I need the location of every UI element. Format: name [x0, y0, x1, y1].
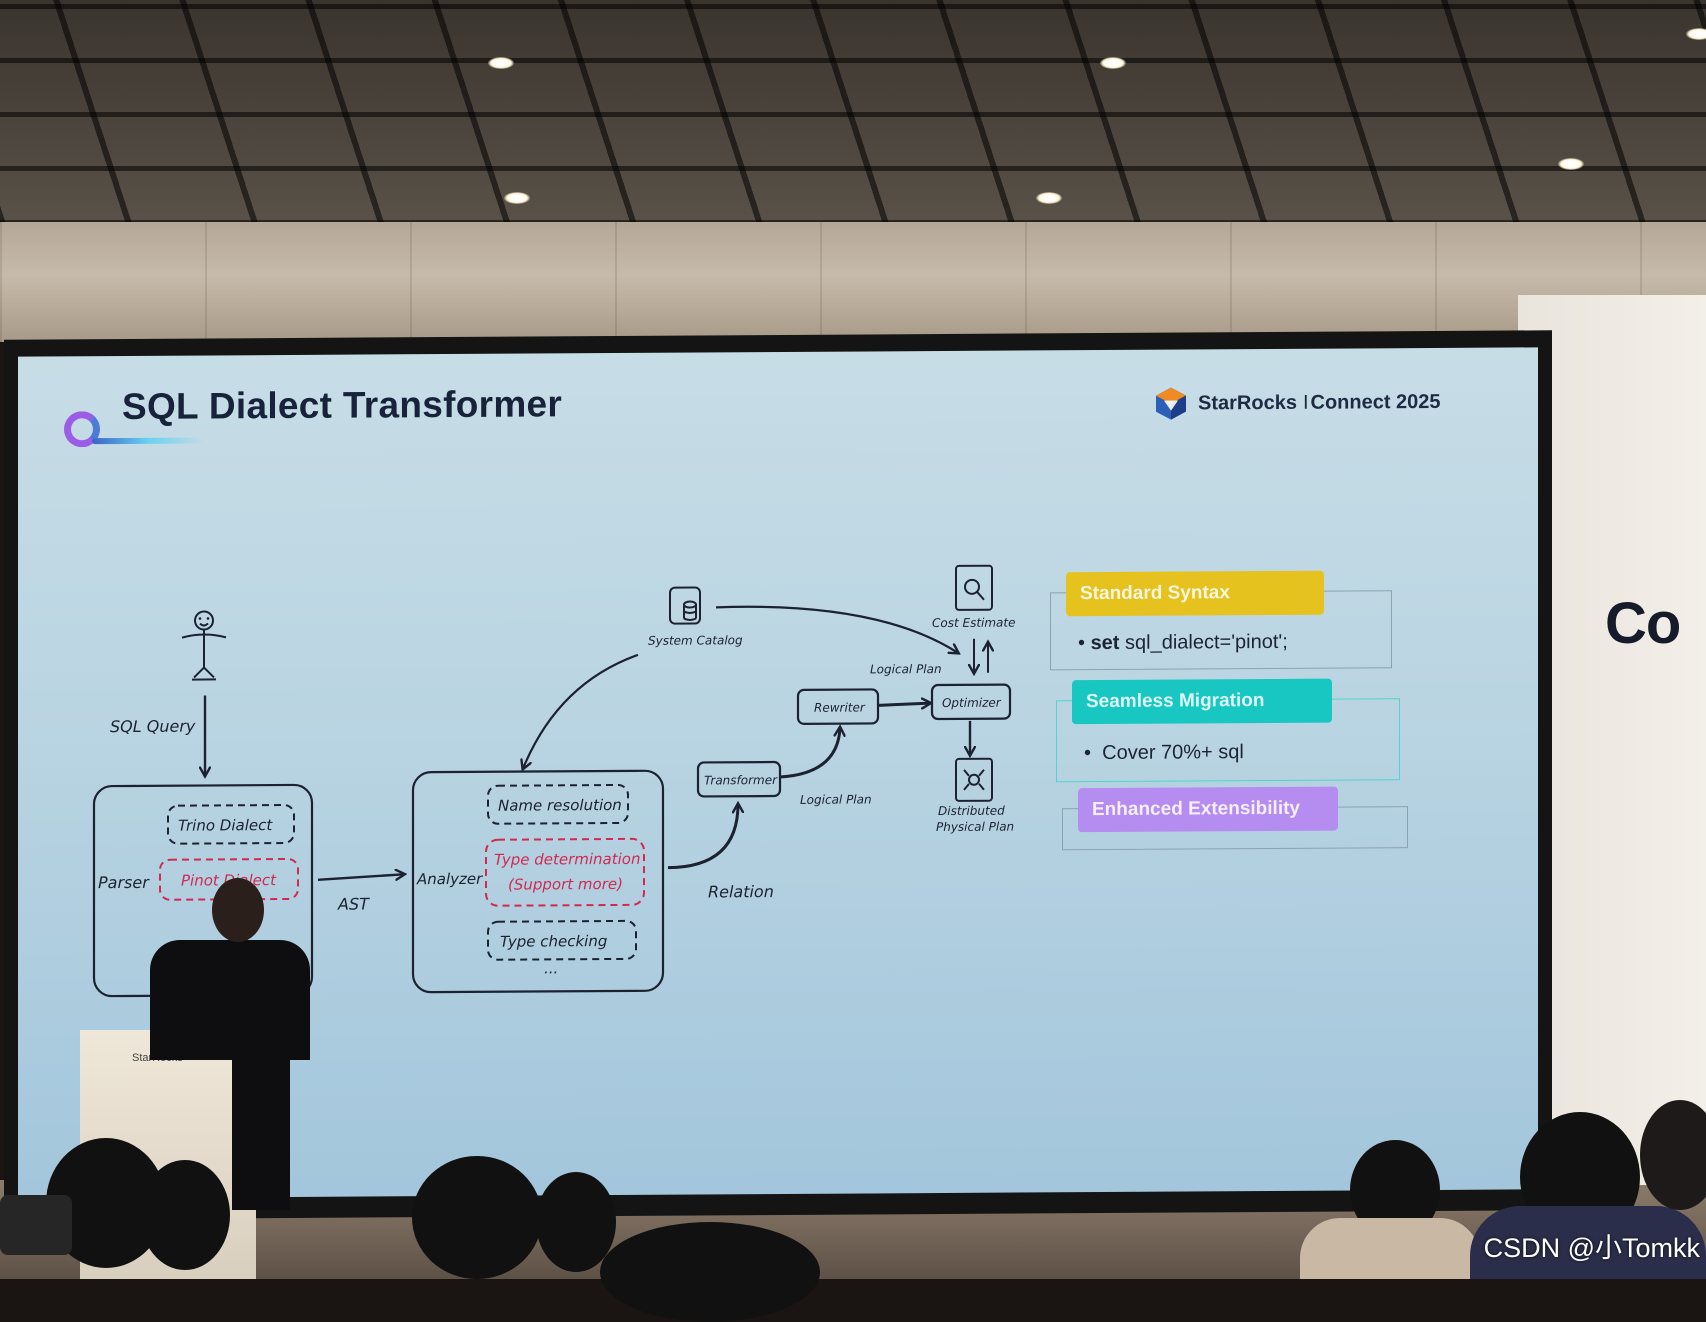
feature-tag: Seamless Migration: [1072, 678, 1332, 725]
transformer-to-rewriter-arrow: [779, 728, 840, 779]
watermark: CSDN @小Tomkk: [1483, 1233, 1700, 1263]
parser-trino-dialect: [167, 804, 295, 845]
type-checking-box: [487, 919, 637, 961]
audience-head: [140, 1160, 230, 1270]
feature-item: • set sql_dialect='pinot';: [1078, 630, 1288, 655]
feature-tag: Standard Syntax: [1066, 570, 1324, 617]
parser-label: Parser: [98, 873, 150, 892]
ceiling-light: [1558, 158, 1584, 170]
ceiling-light: [1036, 192, 1062, 204]
analyzer-label: Analyzer: [416, 870, 483, 888]
user-icon: [181, 610, 227, 681]
relation-label: Relation: [708, 882, 774, 901]
logical-plan-label-1: Logical Plan: [800, 792, 872, 806]
sql-query-label: SQL Query: [110, 717, 196, 737]
physical-plan-label-1: Distributed: [938, 804, 1005, 818]
audience-head: [536, 1172, 616, 1272]
slide: SQL Dialect Transformer StarRocks I Conn…: [18, 347, 1538, 1199]
architecture-diagram: SQL Query Parser Trino Dialect Pinot Dia…: [92, 564, 1015, 998]
cost-estimate-icon: [955, 564, 993, 611]
name-resolution-label: Name resolution: [498, 796, 622, 815]
feature-item-text: Cover 70%+ sql: [1102, 741, 1244, 765]
analyzer-box: [411, 769, 665, 994]
audience-head: [1640, 1100, 1706, 1210]
type-checking-label: Type checking: [500, 932, 607, 951]
audience-head: [600, 1222, 820, 1322]
ceiling-light: [1686, 28, 1706, 40]
ceiling-light: [488, 57, 514, 69]
ast-arrow: [317, 874, 404, 882]
ceiling-light: [1100, 57, 1126, 69]
catalog-to-optimizer-arrow: [715, 605, 958, 654]
transformer-label: Transformer: [704, 773, 778, 787]
audience-body: [1470, 1206, 1706, 1279]
ceiling: [0, 0, 1706, 225]
name-resolution-box: [487, 783, 629, 825]
analyzer-more-label: ...: [544, 959, 558, 977]
ast-label: AST: [337, 894, 370, 913]
relation-arrow: [667, 804, 738, 870]
distributed-plan-icon: [955, 757, 993, 802]
system-catalog-label: System Catalog: [648, 633, 743, 648]
ceiling-light: [504, 192, 530, 204]
optimizer-box: [930, 683, 1012, 721]
cost-estimate-label: Cost Estimate: [932, 616, 1015, 631]
feature-item-text: sql_dialect='pinot';: [1119, 630, 1288, 654]
optimizer-label: Optimizer: [942, 696, 1002, 710]
audience-body: [1300, 1218, 1480, 1279]
logical-plan-label-2: Logical Plan: [870, 662, 942, 676]
physical-plan-label-2: Physical Plan: [936, 820, 1014, 834]
rewriter-to-optimizer-arrow: [877, 703, 930, 705]
rewriter-box: [796, 688, 880, 725]
transformer-box: [696, 760, 782, 798]
back-wall: [0, 222, 1706, 342]
feature-item-keyword: set: [1090, 631, 1120, 655]
type-determination-label: Type determination: [494, 850, 640, 869]
type-determination-box: [485, 837, 645, 907]
starrocks-logo-icon: [1156, 387, 1186, 420]
feature-tag: Enhanced Extensibility: [1078, 786, 1338, 833]
feature-item: • Cover 70%+ sql: [1084, 741, 1244, 765]
database-icon: [669, 586, 701, 625]
rewriter-label: Rewriter: [814, 700, 866, 714]
side-banner-text: Co: [1605, 591, 1681, 656]
support-more-label: (Support more): [508, 875, 623, 894]
camera: [0, 1195, 72, 1255]
brand-logo: StarRocks I Connect 2025: [1154, 382, 1441, 424]
parser-trino-label: Trino Dialect: [178, 816, 273, 835]
catalog-to-analyzer-arrow: [523, 653, 639, 769]
speaker-head: [212, 878, 264, 942]
speaker-legs: [232, 1040, 290, 1210]
audience-head: [412, 1156, 542, 1279]
